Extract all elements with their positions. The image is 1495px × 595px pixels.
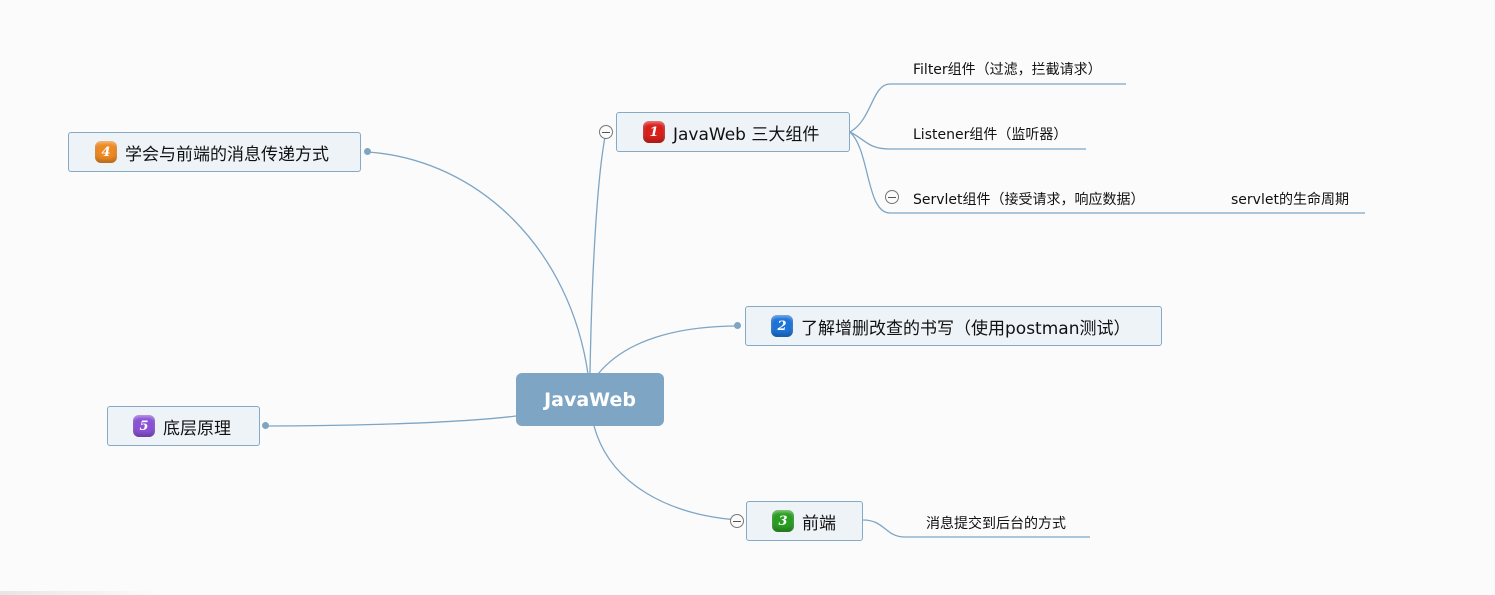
topic-crud-writing[interactable]: 2 了解增删改查的书写（使用postman测试）	[745, 306, 1162, 346]
priority-2-icon: 2	[771, 315, 793, 337]
priority-5-icon: 5	[133, 415, 155, 437]
connector-servlet	[849, 131, 1365, 214]
collapse-toggle-icon[interactable]	[599, 125, 613, 139]
collapse-toggle-icon[interactable]	[885, 190, 899, 204]
connector-filter	[849, 83, 1126, 133]
connector-dot	[734, 322, 741, 329]
connector-listener	[849, 131, 1086, 150]
connector-central-topic-3	[593, 425, 739, 521]
connector-frontend-child	[862, 519, 1090, 538]
subtopic-servlet[interactable]: Servlet组件（接受请求，响应数据）	[913, 192, 1145, 208]
central-topic[interactable]: JavaWeb	[516, 373, 664, 426]
topic-underlying-principles[interactable]: 5 底层原理	[107, 406, 260, 446]
topic-label: 学会与前端的消息传递方式	[125, 144, 329, 165]
subtopic-listener[interactable]: Listener组件（监听器）	[913, 127, 1068, 143]
priority-3-icon: 3	[772, 510, 794, 532]
topic-frontend-messaging[interactable]: 4 学会与前端的消息传递方式	[68, 132, 361, 172]
connector-dot	[262, 422, 269, 429]
connector-central-topic-4	[367, 151, 589, 375]
subtopic-submit-to-backend[interactable]: 消息提交到后台的方式	[926, 516, 1066, 532]
connector-central-topic-5	[265, 415, 517, 427]
connector-central-topic-2	[597, 325, 739, 375]
connector-central-topic-1	[589, 131, 607, 375]
topic-label: 前端	[802, 513, 836, 534]
subtopic-filter[interactable]: Filter组件（过滤，拦截请求）	[913, 62, 1102, 78]
connector-dot	[364, 148, 371, 155]
collapse-toggle-icon[interactable]	[730, 514, 744, 528]
subtopic-servlet-lifecycle[interactable]: servlet的生命周期	[1231, 192, 1349, 208]
topic-label: 了解增删改查的书写（使用postman测试）	[801, 318, 1131, 339]
topic-javaweb-components[interactable]: 1 JavaWeb 三大组件	[616, 112, 850, 152]
scroll-shadow	[0, 591, 160, 595]
central-topic-label: JavaWeb	[544, 388, 636, 411]
topic-label: 底层原理	[163, 418, 231, 439]
topic-label: JavaWeb 三大组件	[673, 124, 820, 145]
topic-frontend[interactable]: 3 前端	[746, 501, 863, 541]
priority-4-icon: 4	[95, 141, 117, 163]
priority-1-icon: 1	[643, 121, 665, 143]
